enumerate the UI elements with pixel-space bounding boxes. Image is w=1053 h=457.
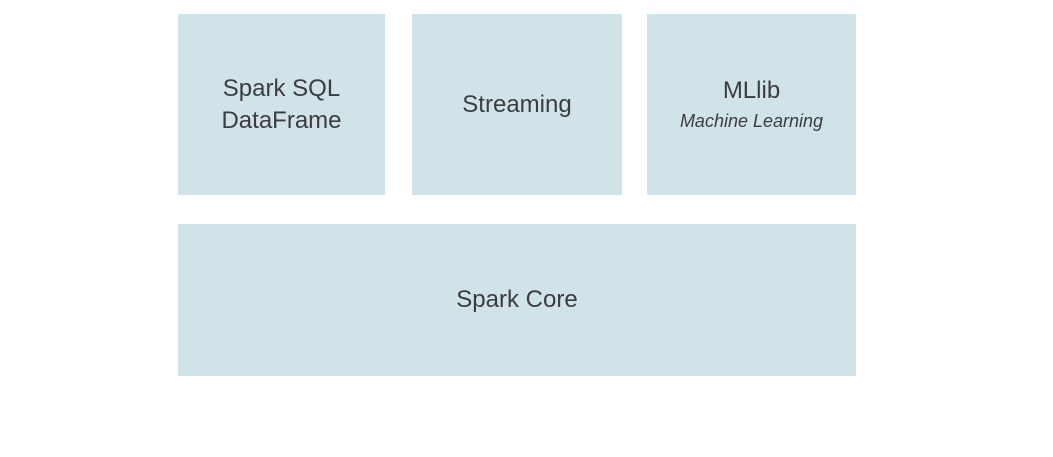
spark-core-box-label: Spark Core <box>456 286 578 314</box>
streaming-box-label: Streaming <box>462 90 572 118</box>
streaming-box: Streaming <box>412 14 622 195</box>
spark-sql-box: Spark SQL DataFrame <box>178 14 385 195</box>
spark-core-box: Spark Core <box>178 224 856 376</box>
mllib-box-label: MLlib <box>722 77 781 105</box>
spark-sql-box-label: Spark SQL DataFrame <box>221 75 342 134</box>
mllib-box-sublabel: Machine Learning <box>679 110 824 131</box>
mllib-box: MLlib Machine Learning <box>647 14 856 195</box>
